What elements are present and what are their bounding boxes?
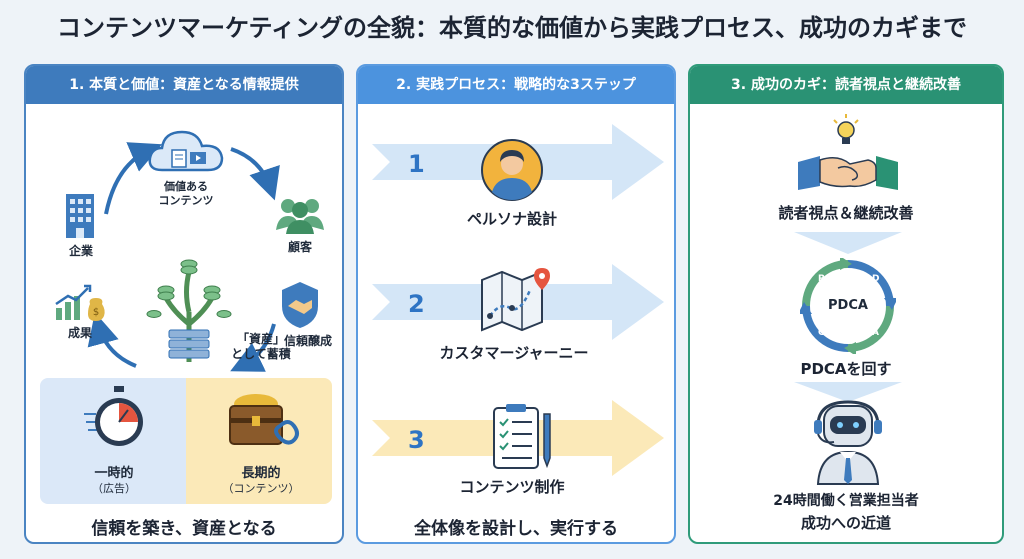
panel2-header: 2. 実践プロセス：戦略的な3ステップ (358, 66, 674, 104)
short-term-sub: （広告） (92, 482, 136, 495)
step3-number: 3 (408, 426, 425, 454)
long-term-sub: （コンテンツ） (222, 482, 300, 495)
trust-label: 信頼醸成 (283, 334, 332, 348)
journey-map-icon (481, 268, 550, 332)
step2-number: 2 (408, 290, 425, 318)
item2-label: PDCAを回す (800, 360, 892, 378)
panel-essence-value: 1. 本質と価値：資産となる情報提供 価値ある コンテンツ 顧客 (24, 64, 344, 544)
customers-icon (276, 199, 324, 234)
persona-avatar-icon (481, 139, 543, 201)
stopwatch-icon (84, 386, 143, 446)
lightbulb-icon (833, 114, 859, 144)
step1-number: 1 (408, 150, 425, 178)
down-chevron-1 (794, 232, 902, 254)
company-building-icon (66, 194, 94, 238)
down-chevron-2 (794, 382, 902, 402)
panel2-footer: 全体像を設計し、実行する (414, 519, 618, 539)
step1-label: ペルソナ設計 (466, 210, 557, 228)
panel-practice-process: 2. 実践プロセス：戦略的な3ステップ 1 ペルソナ設計 2 カスタマージャーニ… (356, 64, 676, 544)
content-label: 価値ある コンテンツ (158, 180, 214, 207)
company-label: 企業 (68, 244, 93, 258)
treasure-chest-icon (229, 394, 299, 445)
pdca-center-label: PDCA (828, 298, 868, 313)
cycle-arrows (87, 142, 280, 372)
results-label: 成果 (67, 326, 92, 340)
long-term-label: 長期的 (241, 466, 281, 481)
customer-label: 顧客 (287, 240, 312, 254)
content-cloud-icon (148, 130, 224, 172)
robot-salesperson-icon (814, 400, 882, 485)
pdca-letter-c: C (818, 328, 825, 338)
trust-shield-icon (282, 282, 318, 328)
step2-label: カスタマージャーニー (439, 344, 589, 362)
panel1-header: 1. 本質と価値：資産となる情報提供 (26, 66, 342, 104)
step3-label: コンテンツ制作 (459, 478, 565, 496)
results-chart-icon: $ (55, 284, 105, 321)
clipboard-checklist-icon (493, 404, 551, 469)
pdca-letter-p: P (818, 274, 825, 284)
item3-label-line2: 成功への近道 (800, 514, 891, 532)
item1-label: 読者視点＆継続改善 (778, 204, 914, 222)
pdca-letter-d: D (872, 274, 880, 284)
panel3-header: 3. 成功のカギ：読者視点と継続改善 (690, 66, 1002, 104)
item3-label-line1: 24時間働く営業担当者 (773, 493, 919, 509)
panel1-footer: 信頼を築き、資産となる (91, 519, 277, 539)
handshake-icon (798, 156, 898, 190)
panel-success-keys: 3. 成功のカギ：読者視点と継続改善 読者視点＆継続改善 P D C A PDC… (688, 64, 1004, 544)
asset-label: 「資産」 として蓄積 (231, 332, 291, 361)
short-term-label: 一時的 (94, 466, 134, 481)
asset-tree-icon (146, 259, 232, 362)
pdca-letter-a: A (872, 328, 879, 338)
pdca-cycle-icon (800, 258, 896, 354)
page-title: コンテンツマーケティングの全貌：本質的な価値から実践プロセス、成功のカギまで (56, 14, 968, 42)
svg-text:$: $ (93, 307, 99, 318)
